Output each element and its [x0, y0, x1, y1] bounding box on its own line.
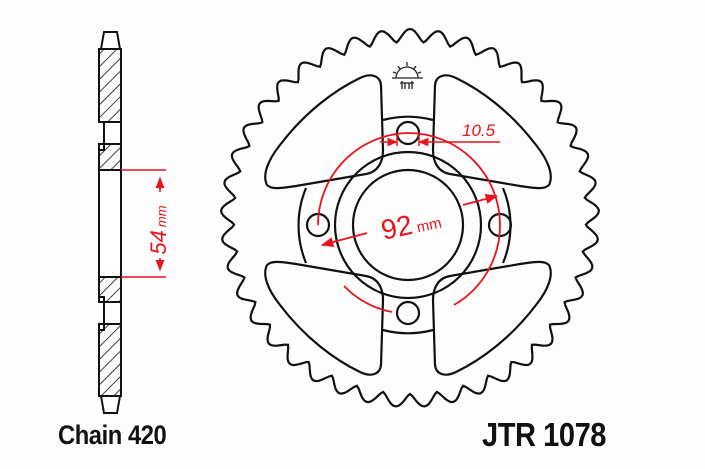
profile-upper-web	[103, 121, 122, 145]
cutout-top-right	[431, 74, 552, 190]
bolt-hole-dimension	[380, 134, 500, 147]
profile-hub-bore	[98, 169, 122, 278]
bolt-hole-bottom	[395, 300, 421, 326]
profile-bottom-tooth	[99, 395, 122, 414]
sun-logo-icon	[392, 62, 423, 89]
bolt-hole-text: 10.5	[462, 121, 496, 140]
hub-width-text: 54mm	[146, 205, 171, 254]
sprocket-teeth-outline	[219, 27, 601, 408]
profile-lower-hub	[98, 276, 122, 303]
bolt-circle-dimension	[317, 132, 501, 313]
cutout-bottom-right	[431, 260, 552, 376]
hub-width-dimension	[121, 169, 166, 278]
cutout-top-left	[264, 74, 385, 190]
profile-upper-hub	[98, 143, 122, 171]
bolt-circle-text: 92mm	[378, 203, 443, 246]
side-profile-view	[98, 31, 122, 414]
profile-top-tooth	[99, 31, 122, 50]
center-bore	[351, 168, 465, 282]
hub-ring	[333, 150, 483, 300]
profile-lower-web	[103, 301, 122, 325]
profile-lower-rim	[98, 323, 122, 397]
part-number-label: JTR 1078	[482, 416, 607, 453]
cutout-bottom-left	[264, 260, 385, 376]
sprocket-front-view	[219, 27, 601, 408]
profile-upper-rim	[98, 48, 122, 123]
chain-size-label: Chain 420	[58, 420, 167, 450]
